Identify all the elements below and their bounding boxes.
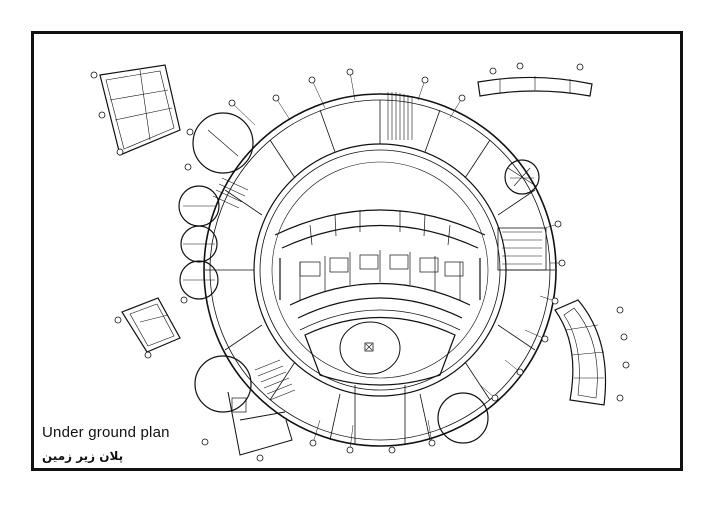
grid-axes [231,71,562,451]
detail-top-right [477,62,593,97]
detail-right [554,299,630,406]
detail-left [114,297,181,359]
drawing-title-persian: پلان زیر زمین [42,449,124,463]
stairs [212,92,547,401]
inner-partitions [299,210,464,300]
perimeter-circles [178,112,540,444]
central-hall [304,317,456,386]
detail-top-left [90,64,181,156]
grid-bubbles [180,68,566,462]
stair-east [497,227,547,271]
inner-wings [274,209,486,331]
southwest-wing [227,391,293,456]
stair-southwest [254,359,296,401]
drawing-frame [31,31,683,471]
stair-north [387,92,413,140]
drawing-title: Under ground plan [42,424,170,441]
